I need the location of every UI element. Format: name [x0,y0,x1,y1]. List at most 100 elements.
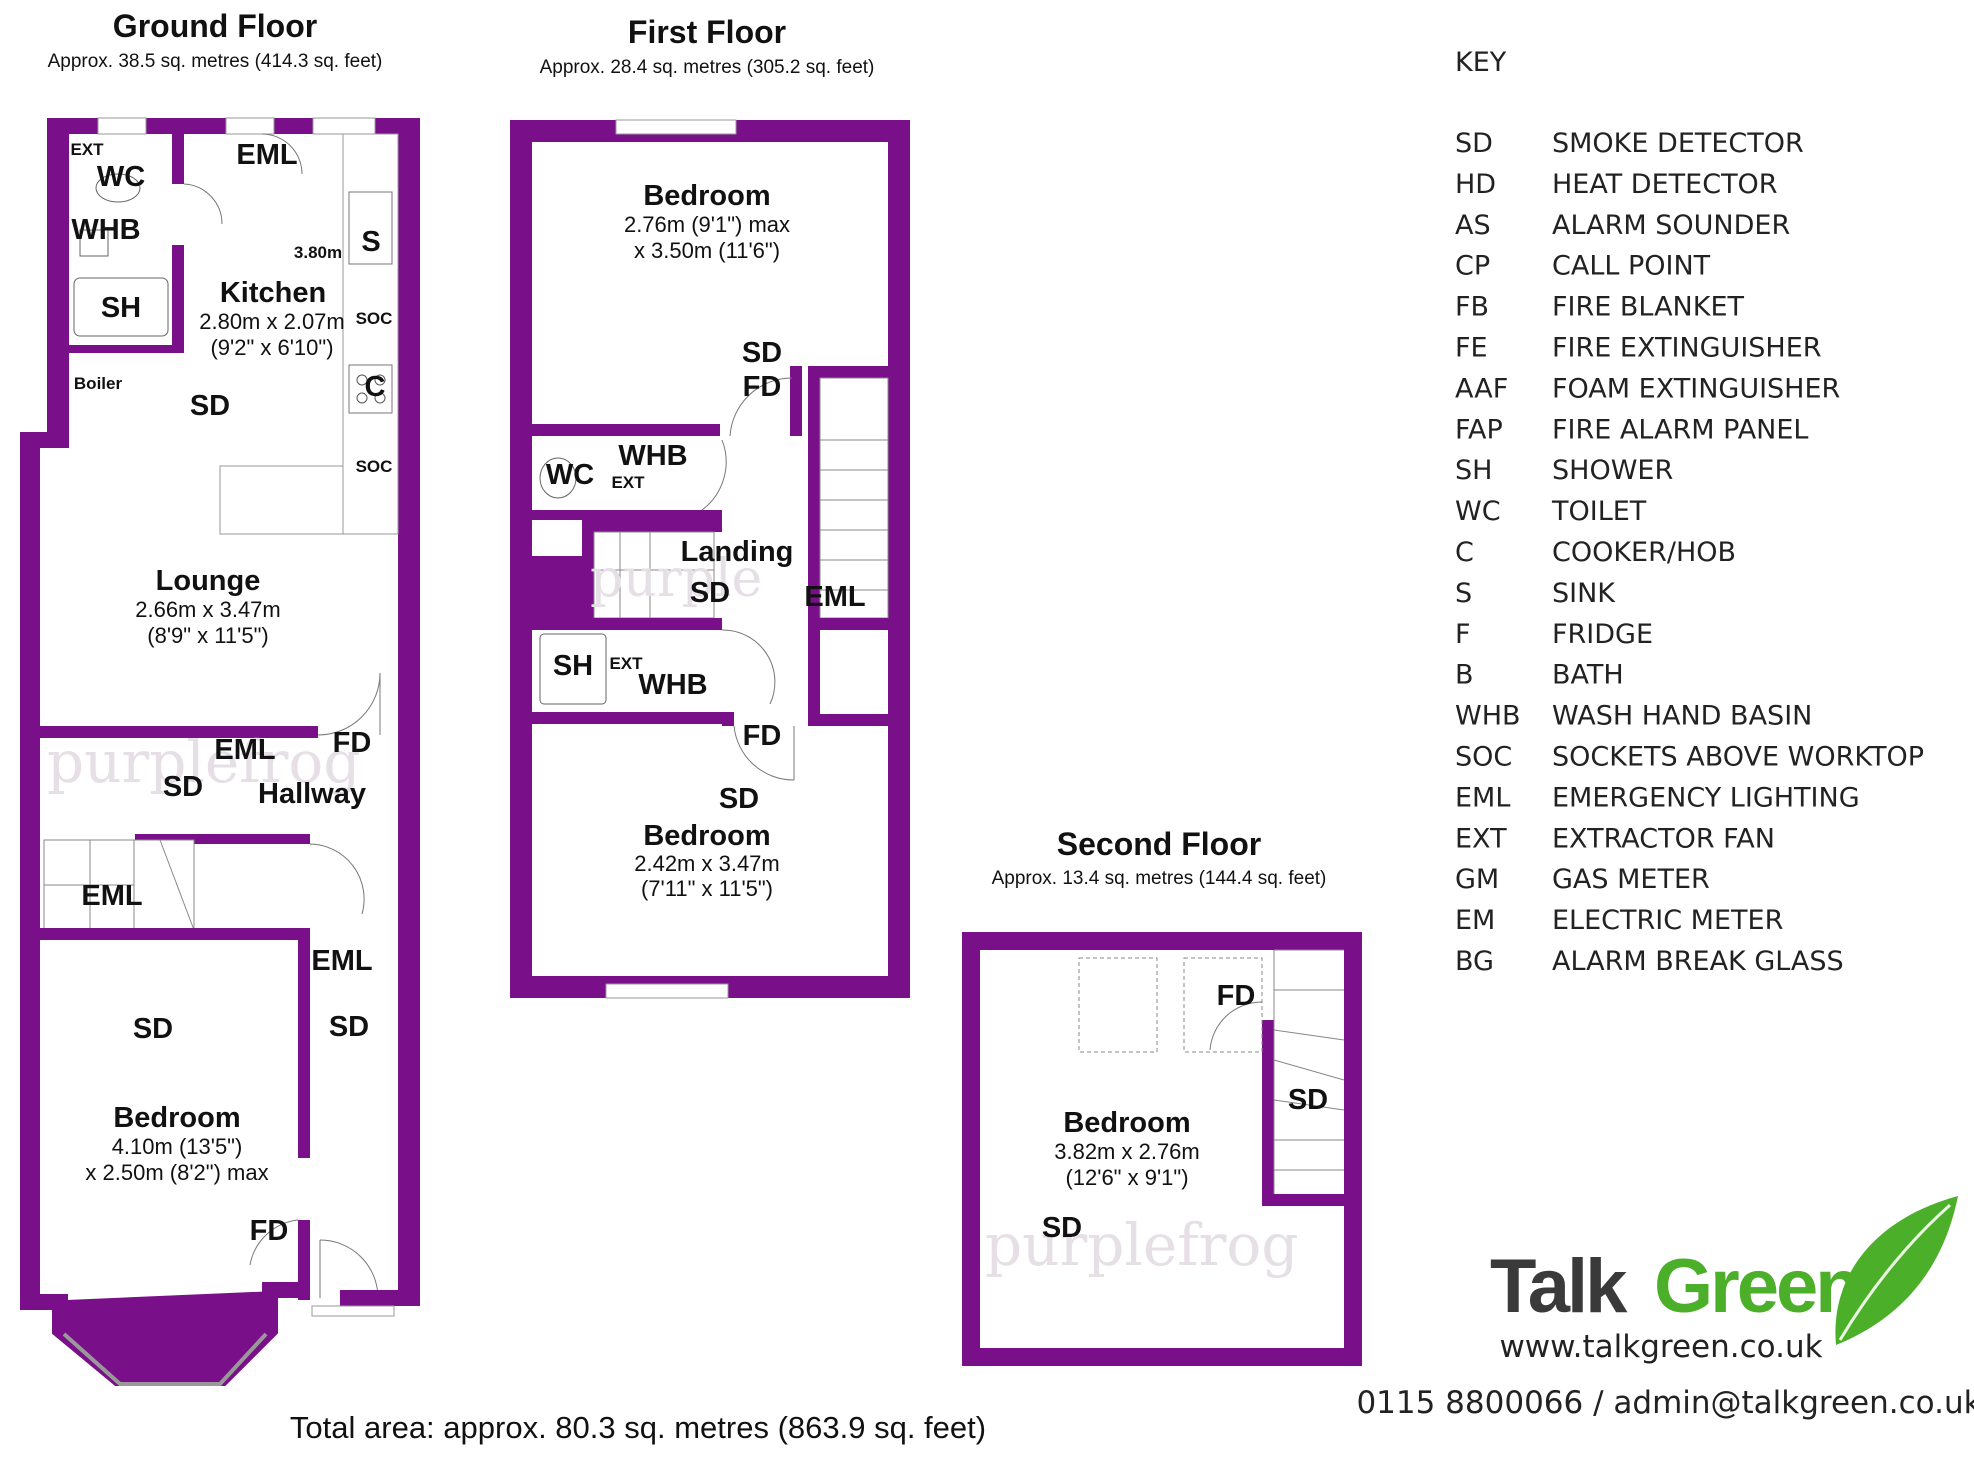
whb-marker: WHB [618,440,687,472]
wall [172,245,184,345]
wall [532,618,722,630]
key-code: WHB [1455,701,1521,732]
kitchen-name: Kitchen [220,277,326,309]
sd-marker: SD [742,337,782,369]
key-code: EM [1455,905,1495,936]
talkgreen-logo: Talk Green [1490,1196,1958,1345]
ground-bedroom-dim2: x 2.50m (8'2") max [85,1160,268,1185]
wall [808,618,888,630]
fd-marker: FD [1217,980,1256,1012]
key-description: HEAT DETECTOR [1552,169,1778,200]
second-bedroom-dim2: (12'6" x 9'1") [1065,1165,1188,1190]
sd-marker: SD [190,390,230,422]
second-bedroom-name: Bedroom [1063,1107,1190,1139]
lounge-dim2: (8'9" x 11'5") [147,623,268,648]
wall [808,714,888,726]
ext-marker: EXT [70,140,104,159]
wall [1262,1020,1274,1204]
fd-marker: FD [743,720,782,752]
key-code: WC [1455,496,1501,527]
ground-floor-title: Ground Floor [113,8,317,44]
kitchen-dim1: 2.80m x 2.07m [199,309,345,334]
first-bedroom-front-name: Bedroom [643,180,770,212]
ground-floor-area: Approx. 38.5 sq. metres (414.3 sq. feet) [48,51,383,72]
leaf-icon [1835,1196,1958,1345]
wall [532,424,720,436]
lounge-name: Lounge [156,565,261,597]
key-code: FAP [1455,414,1503,445]
key-code: SOC [1455,742,1512,773]
logo-text-green: Green [1654,1244,1859,1329]
key-code: FE [1455,333,1488,364]
key-code: C [1455,537,1474,568]
sd-marker: SD [163,771,203,803]
wall [582,520,594,620]
contact-info[interactable]: 0115 8800066 / admin@talkgreen.co.uk [1356,1385,1974,1421]
key-code: B [1455,660,1474,691]
total-area: Total area: approx. 80.3 sq. metres (863… [290,1410,986,1445]
watermark: purplefrog [985,1211,1298,1279]
key-description: FOAM EXTINGUISHER [1552,373,1840,404]
ground-bedroom-dim1: 4.10m (13'5") [112,1134,243,1159]
key-code: SD [1455,128,1493,159]
wall [532,510,722,520]
sh-marker: SH [553,650,593,682]
soc-marker: SOC [356,309,393,328]
sd-marker: SD [719,783,759,815]
wall [298,928,310,1158]
first-bedroom-rear-dim1: 2.42m x 3.47m [634,851,780,876]
sd-marker: SD [1288,1084,1328,1116]
key-code: AAF [1455,373,1508,404]
wall [532,556,582,620]
eml-marker: EML [214,734,275,766]
landing-name: Landing [681,536,794,568]
first-bedroom-rear-name: Bedroom [643,820,770,852]
wall [582,520,722,532]
key-code: F [1455,619,1471,650]
eml-marker: EML [311,945,372,977]
key-code: S [1455,578,1472,609]
wall [298,1220,310,1300]
key-description: EXTRACTOR FAN [1552,823,1775,854]
wall [532,712,732,724]
wall [962,932,980,1366]
key-description: GAS METER [1552,864,1710,895]
eml-marker: EML [81,880,142,912]
fd-marker: FD [743,371,782,403]
key-description: CALL POINT [1552,251,1711,282]
wall [340,1290,420,1306]
key-code: SH [1455,455,1492,486]
wc-marker: WC [546,459,594,491]
first-floor-plan: purple [510,119,910,999]
key-description: EMERGENCY LIGHTING [1552,782,1860,813]
wall [398,118,420,1306]
wall [962,1348,1362,1366]
wall [47,118,69,448]
key-description: WASH HAND BASIN [1552,701,1812,732]
key-description: ALARM BREAK GLASS [1552,946,1844,977]
wall [722,712,734,726]
wall [40,726,318,738]
key-description: SINK [1552,578,1616,609]
fd-marker: FD [250,1215,289,1247]
first-bedroom-rear-dim2: (7'11" x 11'5") [641,876,773,901]
sd-marker: SD [133,1013,173,1045]
website-link[interactable]: www.talkgreen.co.uk [1499,1329,1822,1365]
ground-bedroom-name: Bedroom [113,1102,240,1134]
wall [888,120,910,998]
fd-marker: FD [333,727,372,759]
key-code: HD [1455,169,1496,200]
whb-marker: WHB [71,214,140,246]
key-description: FIRE ALARM PANEL [1552,414,1808,445]
watermark: purplefrog [47,728,360,796]
key-description: FIRE EXTINGUISHER [1552,333,1822,364]
hallway-name: Hallway [258,778,366,810]
wall [808,366,820,620]
sh-marker: SH [101,292,141,324]
first-bedroom-front-dim1: 2.76m (9'1") max [624,212,790,237]
wc-marker: WC [97,161,145,193]
wall [1262,1194,1344,1206]
eml-marker: EML [804,581,865,613]
wall [1344,932,1362,1366]
